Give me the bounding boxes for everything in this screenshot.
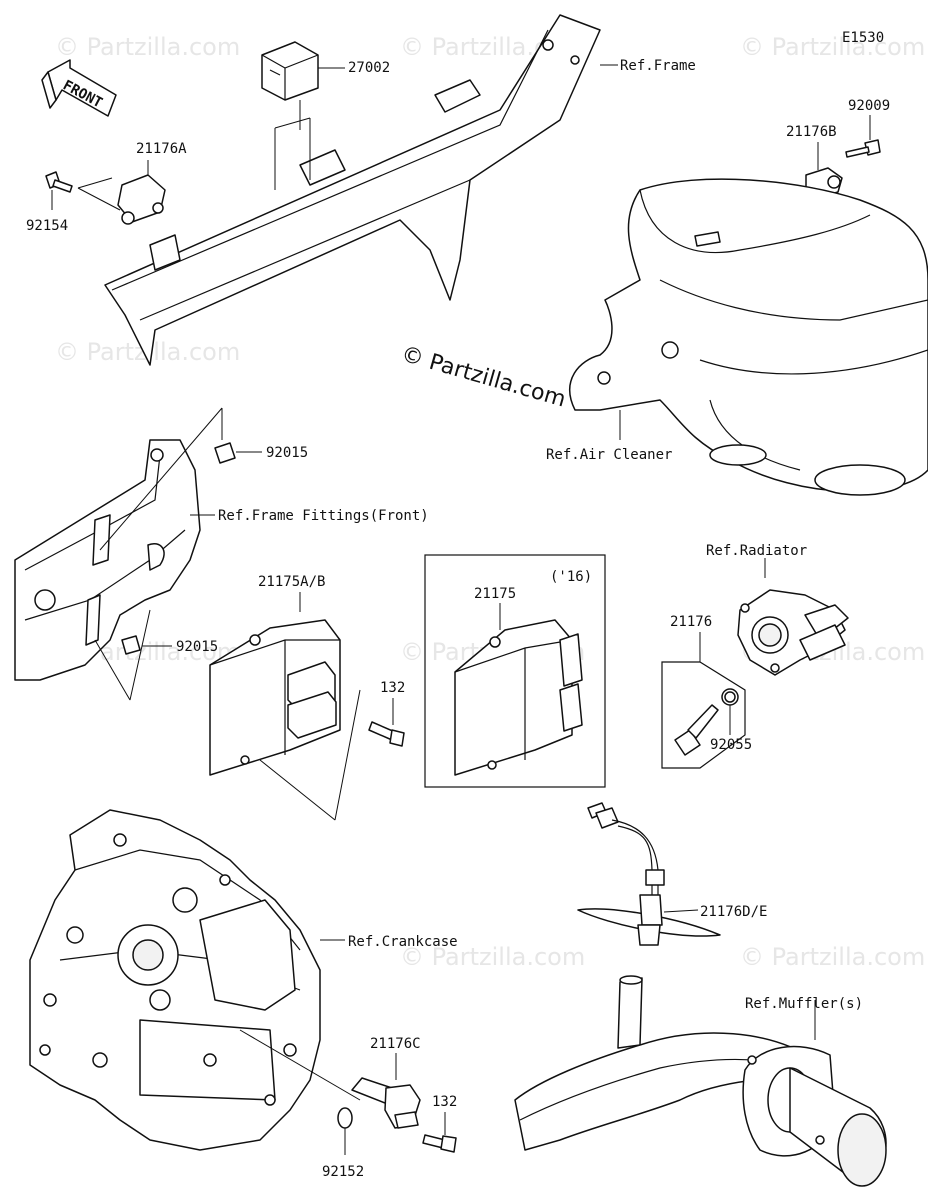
- label-ref-crankcase: Ref.Crankcase: [348, 934, 458, 950]
- part-27002-relay: [261, 41, 345, 190]
- label-21176: 21176: [670, 614, 712, 630]
- air-cleaner-housing: [569, 178, 928, 496]
- part-21176A-sensor: [77, 160, 166, 225]
- watermark: © Partzilla.com: [400, 943, 585, 971]
- part-92152-washer: [337, 1107, 353, 1155]
- diagram-code: E1530: [842, 30, 884, 46]
- radiator-fitting: [737, 589, 849, 676]
- front-arrow: FRONT: [41, 59, 117, 117]
- label-ref-frame: Ref.Frame: [620, 58, 696, 74]
- part-132-bolt-bottom: [422, 1112, 457, 1153]
- part-132-bolt-top: [368, 698, 405, 747]
- variant-box-16: [424, 554, 606, 788]
- label-92152: 92152: [322, 1164, 364, 1180]
- label-ref-air-cleaner: Ref.Air Cleaner: [546, 447, 672, 463]
- label-ref-frame-fittings: Ref.Frame Fittings(Front): [218, 508, 429, 524]
- label-132-bottom: 132: [432, 1094, 457, 1110]
- label-92009: 92009: [848, 98, 890, 114]
- frame-fittings-bracket: [14, 407, 223, 701]
- frame-rail: [104, 14, 601, 366]
- label-21176B: 21176B: [786, 124, 837, 140]
- part-92015-clip-top: [214, 442, 262, 464]
- part-21175-ecu: [454, 603, 583, 776]
- label-21175: 21175: [474, 586, 516, 602]
- label-132-top: 132: [380, 680, 405, 696]
- copyright-stamp: © Partzilla.com: [398, 342, 568, 413]
- part-21176-temp-sensor: [674, 704, 719, 756]
- label-21176C: 21176C: [370, 1036, 421, 1052]
- watermark: © Partzilla.com: [55, 33, 240, 61]
- label-21176DE: 21176D/E: [700, 904, 767, 920]
- label-92015-bottom: 92015: [176, 639, 218, 655]
- label-ref-radiator: Ref.Radiator: [706, 543, 807, 559]
- label-92055: 92055: [710, 737, 752, 753]
- part-21176C-sensor: [351, 1053, 421, 1129]
- watermark: © Partzilla.com: [740, 33, 925, 61]
- part-92055-o-ring: [721, 688, 739, 735]
- part-92015-clip-bottom: [121, 635, 172, 655]
- watermark: © Partzilla.com: [740, 943, 925, 971]
- part-21175AB-ecu: [209, 592, 361, 821]
- muffler-exhaust: [514, 975, 887, 1187]
- label-92015-top: 92015: [266, 445, 308, 461]
- label-21176A: 21176A: [136, 141, 187, 157]
- part-92154-bolt: [45, 171, 73, 210]
- label-ref-mufflers: Ref.Muffler(s): [745, 996, 863, 1012]
- label-21175AB: 21175A/B: [258, 574, 325, 590]
- label-92154: 92154: [26, 218, 68, 234]
- label-year-note: ('16): [550, 569, 592, 585]
- crankcase: [29, 809, 361, 1151]
- part-92009-bolt: [845, 115, 881, 158]
- label-27002: 27002: [348, 60, 390, 76]
- part-21176DE-o2-sensor: [577, 802, 721, 946]
